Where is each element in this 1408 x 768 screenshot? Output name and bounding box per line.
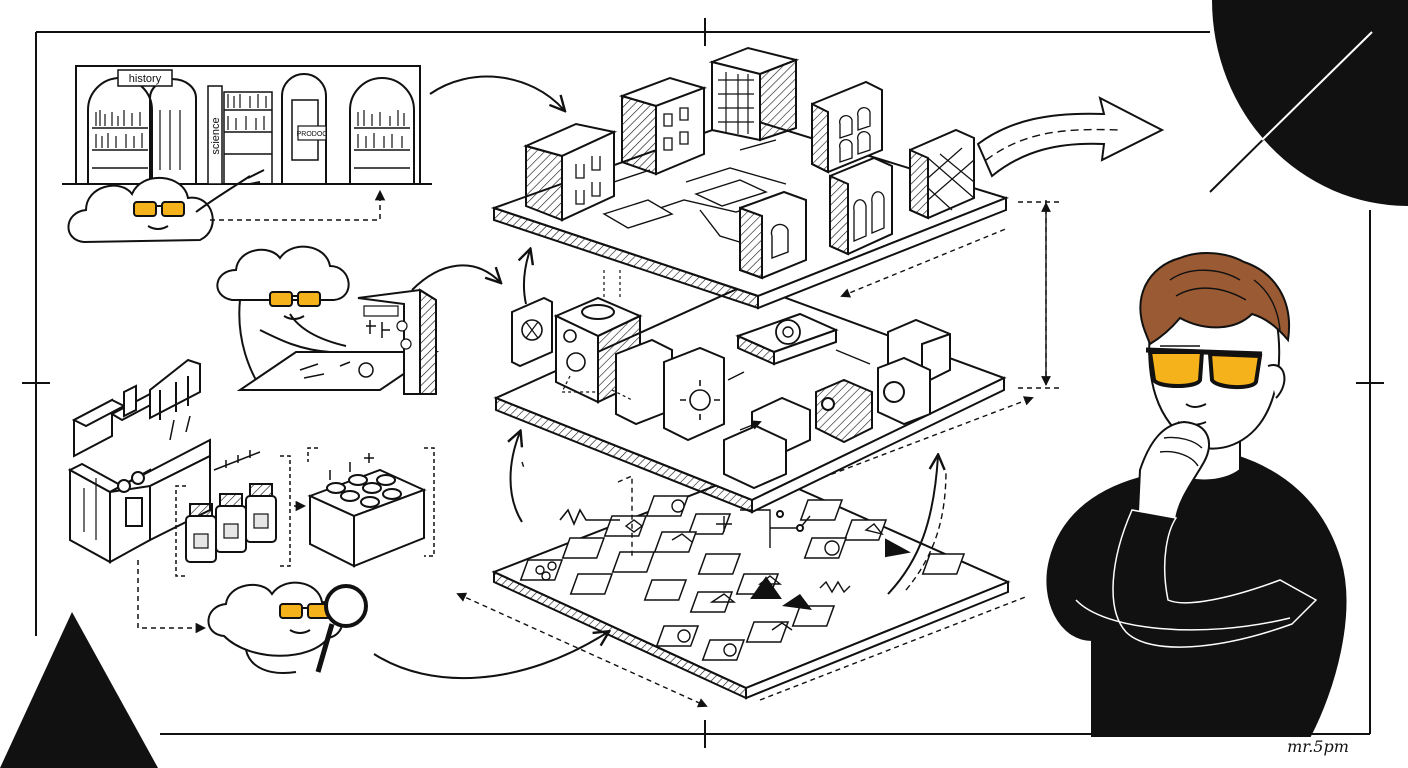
control-panel-scene [216, 245, 440, 395]
arrow-output [976, 96, 1165, 178]
library-sign-history: history [129, 73, 162, 85]
arrow-magnifier-to-base [373, 632, 608, 680]
corner-triangle [0, 612, 158, 768]
layer-buildings [490, 46, 1010, 310]
sunglasses-icon [1147, 350, 1205, 388]
cloud-character-pointing [67, 169, 265, 244]
layer-mechanism [493, 270, 1007, 514]
arrow-up-right-dash [905, 469, 947, 591]
box-bracket [307, 447, 435, 557]
kitchen-scene [67, 358, 211, 564]
cloud-character-magnifier [207, 581, 368, 674]
thinking-man [1046, 252, 1347, 737]
arrow-up-left-1 [524, 250, 530, 305]
arrow-kitchen-dashed [137, 560, 207, 634]
jars-bracket [175, 455, 291, 577]
arrow-up-right [887, 456, 938, 595]
spice-jars [185, 450, 277, 563]
corner-quarter-circle [1209, 0, 1408, 206]
frame [22, 18, 1384, 748]
arrow-library-to-top [429, 75, 564, 110]
library-spine-science: science [210, 117, 222, 154]
library-door-sign: PRODOC [297, 131, 328, 138]
signature: mr.5pm [1287, 737, 1349, 756]
sunglasses-icon [133, 201, 157, 217]
arrow-library-dashed [210, 189, 386, 221]
magnifier-icon [324, 584, 368, 628]
organized-box [307, 453, 427, 568]
arrow-control-to-middle [411, 264, 500, 291]
library-scene [62, 65, 432, 185]
arrow-up-left-2 [511, 432, 523, 523]
